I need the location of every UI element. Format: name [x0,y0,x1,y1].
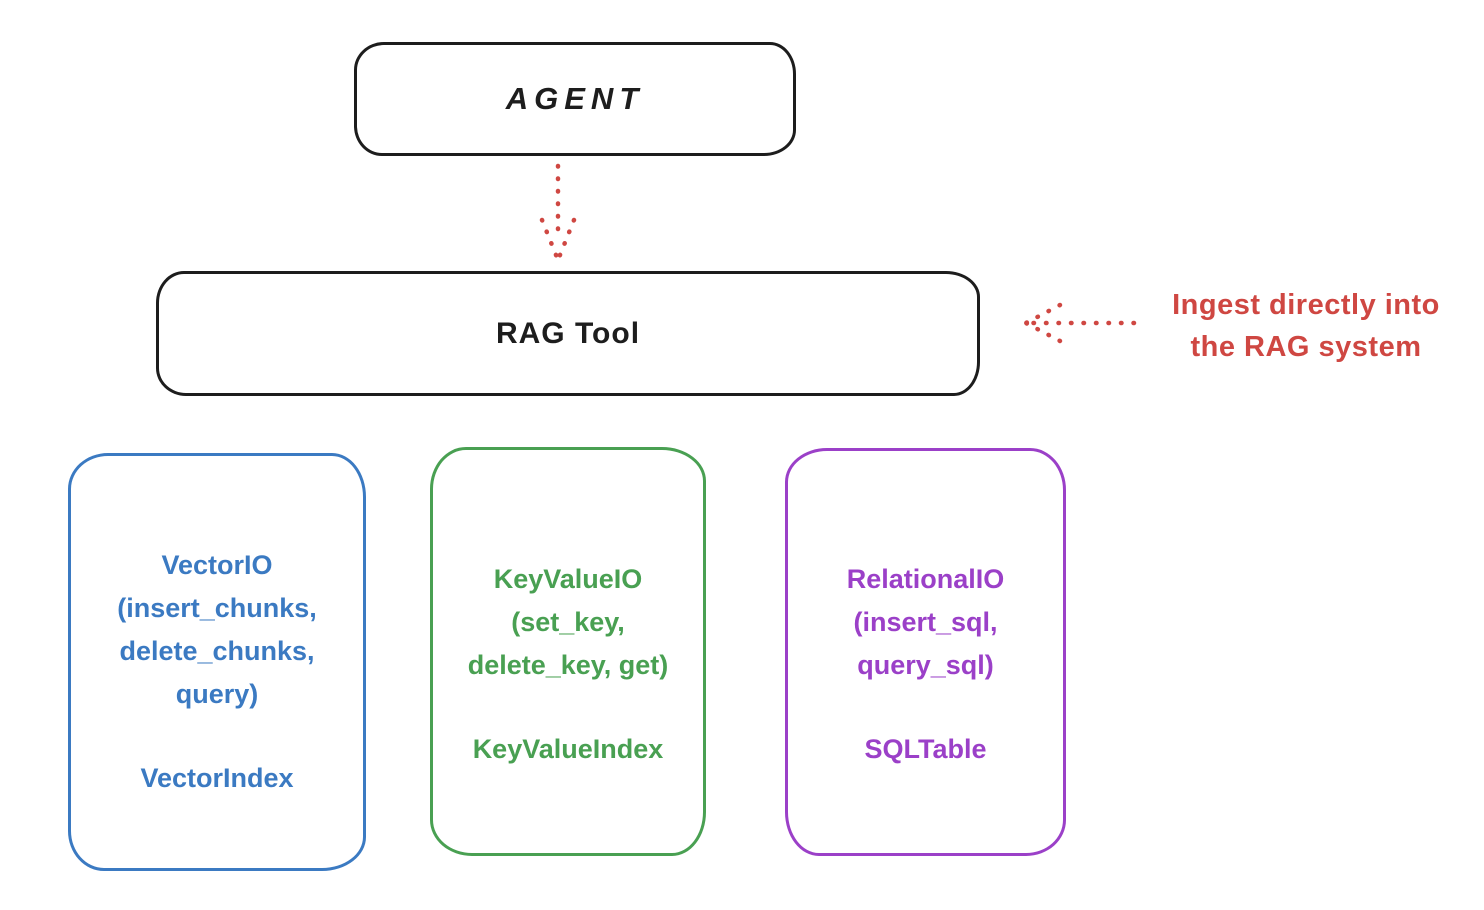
ingest-annotation-line2: the RAG system [1190,331,1422,363]
ingest-annotation-line1: Ingest directly into [1172,289,1440,321]
vectorio-io-label: VectorIO (insert_chunks, delete_chunks, … [117,550,317,709]
dotted-arrow-left-icon [1023,302,1137,344]
ingest-annotation: Ingest directly into the RAG system [1134,284,1478,368]
keyvalueio-index-label: KeyValueIndex [472,734,664,764]
keyvalueio-io-label: KeyValueIO (set_key, delete_key, get) [467,564,669,680]
relationalio-io-label: RelationalIO (insert_sql, query_sql) [846,564,1005,680]
storage-box-relationalio: RelationalIO (insert_sql, query_sql) SQL… [785,448,1066,856]
dotted-arrow-down-icon [539,163,577,263]
rag-tool-box-label: RAG Tool [495,316,641,350]
vectorio-index-label: VectorIndex [140,763,294,793]
agent-box: AGENT [354,42,796,156]
rag-tool-box: RAG Tool [156,271,980,396]
storage-box-vectorio: VectorIO (insert_chunks, delete_chunks, … [68,453,366,871]
agent-box-label: AGENT [505,81,645,116]
storage-box-keyvalueio: KeyValueIO (set_key, delete_key, get) Ke… [430,447,706,856]
relationalio-index-label: SQLTable [864,734,987,764]
